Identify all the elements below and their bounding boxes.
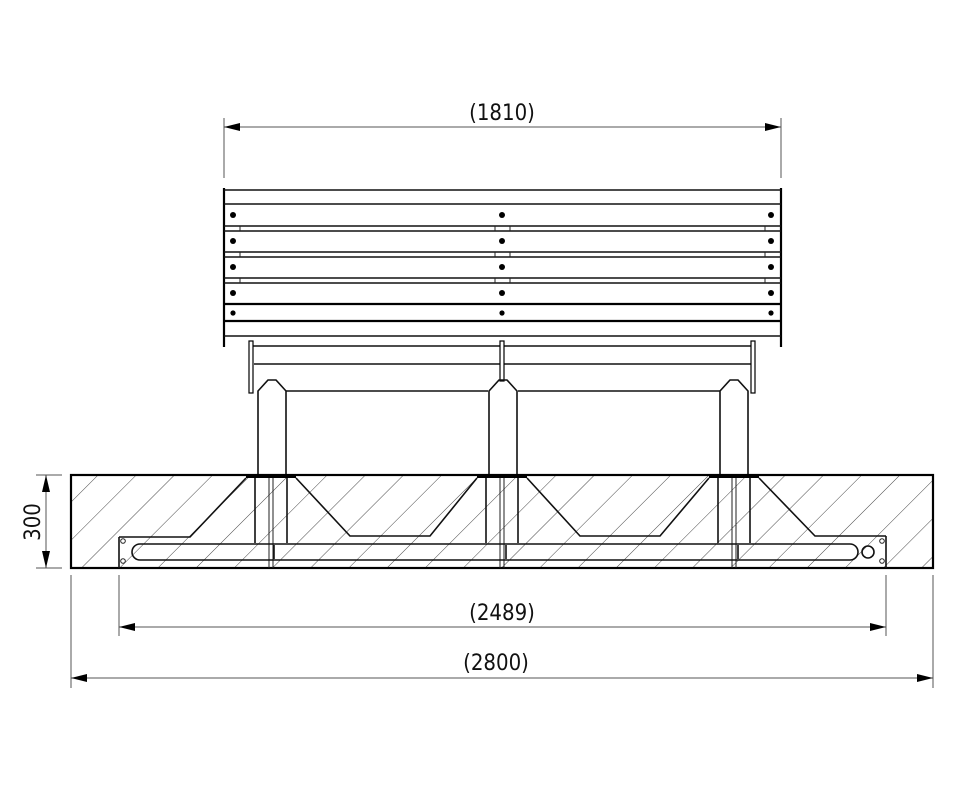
backrest — [222, 188, 783, 347]
anchor-cage — [118, 474, 887, 568]
dimension-label-300: 300 — [21, 503, 46, 541]
support-posts — [257, 379, 749, 475]
bolt-holes — [230, 212, 774, 316]
dimension-label-2800: (2800) — [463, 651, 529, 676]
dimension-label-1810: (1810) — [469, 101, 535, 126]
concrete-foundation — [69, 473, 935, 570]
seat-frame — [248, 340, 756, 394]
dimension-backrest-width: (1810) — [223, 101, 782, 178]
dimension-foundation-height: 300 — [21, 474, 62, 569]
dimension-foundation-length: (2800) — [70, 575, 934, 688]
dimension-anchor-length: (2489) — [118, 575, 887, 636]
dimension-label-2489: (2489) — [469, 601, 535, 626]
